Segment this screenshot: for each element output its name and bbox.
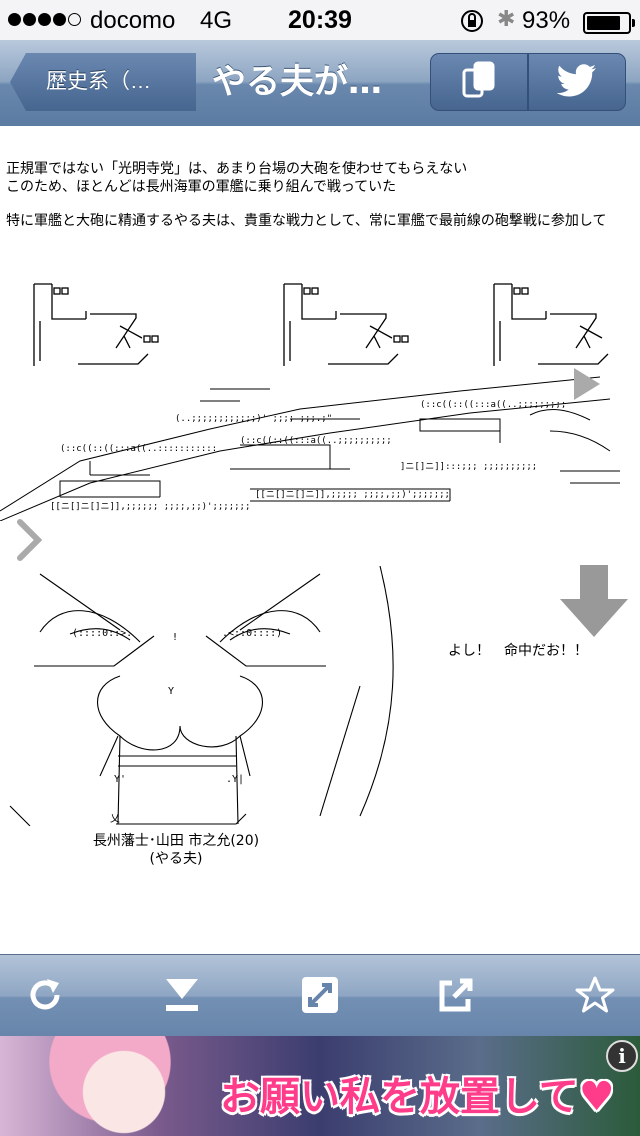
sound-effect-ascii-art [33, 283, 609, 366]
ad-info-icon[interactable]: i [606, 1040, 638, 1072]
battery-percent: 93% [522, 7, 571, 34]
fullscreen-icon [300, 975, 340, 1019]
signal-strength-icon [8, 13, 83, 31]
intro-text-line-3: 特に軍艦と大砲に精通するやる夫は、貴重な戦力として、常に軍艦で最前線の砲撃戦に参… [6, 213, 607, 229]
tweet-button[interactable] [528, 53, 626, 111]
intro-text-line-2: このため、ほとんどは長州海軍の軍艦に乗り組んで戦っていた [6, 179, 397, 195]
down-arrow-icon[interactable] [556, 563, 632, 643]
bookmark-star-icon [574, 975, 616, 1019]
svg-text:乂: 乂 [110, 814, 120, 825]
svg-text:Y: Y [168, 686, 174, 697]
page-title: やる夫が… [212, 62, 382, 102]
download-button[interactable] [154, 969, 210, 1025]
svg-text:(::c((::((:::a((..:::::::::::: (::c((::((:::a((..::::::::::: [60, 444, 217, 454]
reload-icon [25, 975, 65, 1019]
clock: 20:39 [288, 6, 352, 34]
bluetooth-icon: ✱ [497, 6, 516, 31]
character-caption-name: 長州藩士･山田 市之允(20) [92, 833, 260, 849]
character-caption-alias: (やる夫) [149, 851, 203, 867]
status-bar: docomo 4G 20:39 ✱ 93% [0, 0, 640, 40]
svg-text:(..;;;;;;;;;;;;)' ;;;; ;;;.;": (..;;;;;;;;;;;;)' ;;;; ;;;.;" [175, 414, 332, 424]
bookmark-button[interactable] [567, 969, 623, 1025]
share-icon [436, 975, 476, 1019]
svg-text:(::::0::>.: (::::0::>. [72, 628, 132, 639]
svg-text:[[ニ[]ニ[]ニ]],;;;;;; ;;;;,;;)';;: [[ニ[]ニ[]ニ]],;;;;;; ;;;;,;;)';;;;;;; [50, 502, 250, 512]
carrier-name: docomo [90, 7, 176, 34]
orientation-lock-icon [459, 8, 485, 39]
svg-text:(::c((::((:::a((..;;;;;;;;;: (::c((::((:::a((..;;;;;;;;; [420, 400, 566, 410]
bottom-toolbar [0, 954, 640, 1037]
battery-icon [583, 12, 635, 34]
svg-text:.<::0::::): .<::0::::) [222, 628, 282, 639]
intro-text-line-1: 正規軍ではない「光明寺党」は、あまり台場の大砲を使わせてもらえない [6, 161, 468, 177]
reload-button[interactable] [17, 969, 73, 1025]
download-icon [162, 975, 202, 1019]
svg-text:!: ! [172, 632, 178, 643]
svg-text:(::c((::((:::a((..;;;;;;;;;;: (::c((::((:::a((..;;;;;;;;;; [240, 436, 392, 446]
copy-icon [461, 61, 497, 103]
ad-headline: お願い私を放置して♥ [220, 1074, 615, 1120]
ad-banner[interactable]: お願い私を放置して♥ i [0, 1036, 640, 1136]
share-button[interactable] [428, 969, 484, 1025]
ad-character-image [40, 1036, 180, 1136]
svg-text:]ニ[]ニ]]:::;;; ;;;;;;;;;;: ]ニ[]ニ]]:::;;; ;;;;;;;;;; [400, 462, 537, 472]
svg-text:[[ニ[]ニ[]ニ]],;;;;; ;;;;,;;)';;;: [[ニ[]ニ[]ニ]],;;;;; ;;;;,;;)';;;;;;; [255, 490, 450, 500]
next-page-chevron-icon[interactable] [16, 518, 43, 566]
navigation-bar: 歴史系（… やる夫が… [0, 40, 640, 127]
fullscreen-button[interactable] [292, 969, 348, 1025]
network-type: 4G [200, 7, 233, 34]
dialogue-text: よし！ 命中だお！！ [448, 643, 588, 659]
cannon-ascii-art: (::c((::((:::a((..::::::::::: (..;;;;;;;… [0, 376, 620, 521]
svg-text:.Y|: .Y| [226, 774, 244, 785]
copy-button[interactable] [430, 53, 528, 111]
svg-text:Y': Y' [114, 774, 126, 785]
twitter-bird-icon [556, 63, 598, 101]
back-button[interactable]: 歴史系（… [10, 53, 196, 111]
page-content: 正規軍ではない「光明寺党」は、あまり台場の大砲を使わせてもらえない このため、ほ… [0, 126, 640, 954]
yaruo-ascii-art: (::::0::>. .<::0::::) ! Y Y' .Y| 乂 [9, 566, 394, 826]
play-arrow-icon[interactable] [572, 366, 602, 406]
